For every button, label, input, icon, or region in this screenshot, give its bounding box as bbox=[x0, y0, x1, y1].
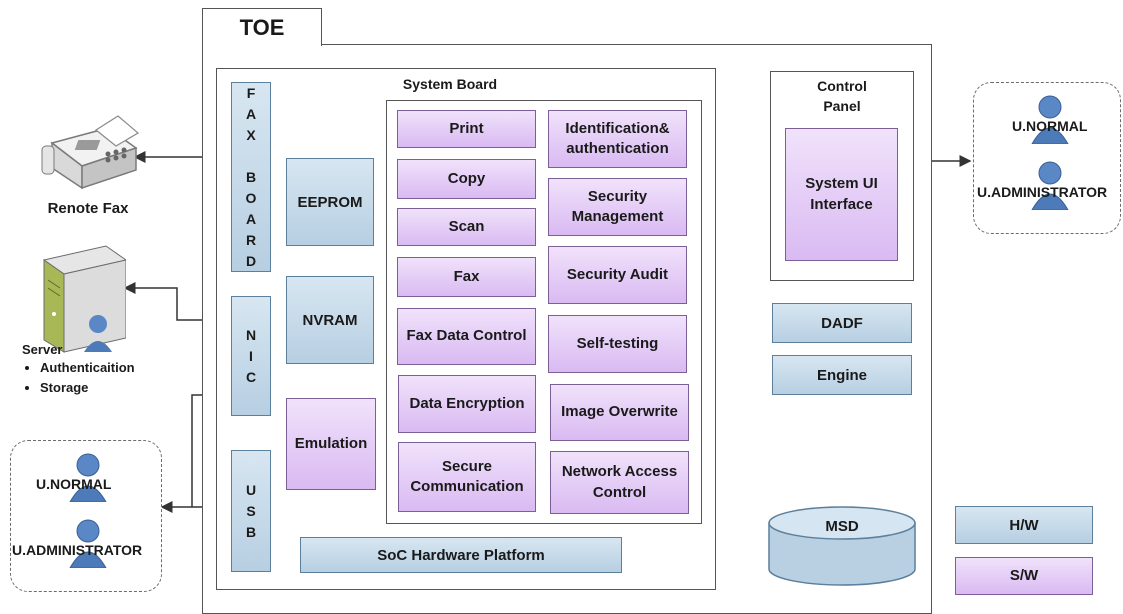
user-admin-icon bbox=[1031, 161, 1069, 210]
sw-module-left: Secure Communication bbox=[398, 442, 536, 512]
fax-board-letter: A bbox=[245, 210, 257, 227]
sw-module-left: Data Encryption bbox=[398, 375, 536, 433]
server-bullets: Authenticaition Storage bbox=[18, 358, 135, 398]
sw-module-right: Security Audit bbox=[548, 246, 687, 304]
msd-cylinder bbox=[768, 506, 916, 586]
fax-board-letter: X bbox=[246, 126, 256, 143]
sw-module-right: Security Management bbox=[548, 178, 687, 236]
nic-letter: N bbox=[245, 326, 257, 343]
fax-board-letter: A bbox=[245, 105, 257, 122]
control-panel-label: Control Panel bbox=[817, 78, 867, 114]
sw-module-left: Fax Data Control bbox=[397, 308, 536, 365]
sw-module-left: Fax bbox=[397, 257, 536, 297]
server-label: Server bbox=[22, 342, 63, 357]
soc-platform: SoC Hardware Platform bbox=[300, 537, 622, 573]
legend-sw: S/W bbox=[955, 557, 1093, 595]
fax-board-letter: D bbox=[245, 252, 257, 269]
toe-label: TOE bbox=[239, 14, 285, 40]
nvram-block: NVRAM bbox=[286, 276, 374, 364]
sw-module-left: Copy bbox=[397, 159, 536, 199]
legend-hw: H/W bbox=[955, 506, 1093, 544]
sw-module-left: Scan bbox=[397, 208, 536, 246]
eeprom-block: EEPROM bbox=[286, 158, 374, 246]
remote-fax-label: Renote Fax bbox=[47, 200, 129, 217]
usb-letter: B bbox=[245, 523, 257, 540]
fax-board-letter bbox=[249, 146, 253, 167]
user-normal-icon bbox=[69, 453, 107, 502]
nic-letter: I bbox=[249, 347, 253, 364]
fax-board-letter: O bbox=[245, 189, 257, 206]
user-admin-label-left: U.ADMINISTRATOR bbox=[12, 542, 143, 558]
system-ui-interface: System UI Interface bbox=[785, 128, 898, 261]
user-admin-label-right: U.ADMINISTRATOR bbox=[977, 184, 1108, 200]
server-bullet-auth: Authenticaition bbox=[40, 358, 135, 378]
dadf-block: DADF bbox=[772, 303, 912, 343]
sw-module-left: Print bbox=[397, 110, 536, 148]
sw-module-right: Self-testing bbox=[548, 315, 687, 373]
user-normal-icon bbox=[1031, 95, 1069, 144]
toe-tab: TOE bbox=[202, 8, 322, 46]
engine-block: Engine bbox=[772, 355, 912, 395]
server-icon bbox=[42, 245, 126, 353]
sw-module-right: Image Overwrite bbox=[550, 384, 689, 441]
nic-letter: C bbox=[245, 368, 257, 385]
fax-machine-icon bbox=[41, 115, 140, 190]
fax-board-letter: F bbox=[246, 84, 256, 101]
user-normal-label-right: U.NORMAL bbox=[1012, 118, 1088, 134]
sw-module-right: Identification& authentication bbox=[548, 110, 687, 168]
system-board-label: System Board bbox=[402, 76, 498, 92]
emulation-block: Emulation bbox=[286, 398, 376, 490]
fax-board-letter: R bbox=[245, 231, 257, 248]
server-bullet-storage: Storage bbox=[40, 378, 135, 398]
user-normal-label-left: U.NORMAL bbox=[36, 476, 112, 492]
msd-label: MSD bbox=[825, 518, 859, 535]
usb-letter: U bbox=[245, 481, 257, 498]
user-admin-icon bbox=[69, 519, 107, 568]
fax-board-letter: B bbox=[245, 168, 257, 185]
usb-letter: S bbox=[246, 502, 256, 519]
sw-module-right: Network Access Control bbox=[550, 451, 689, 514]
